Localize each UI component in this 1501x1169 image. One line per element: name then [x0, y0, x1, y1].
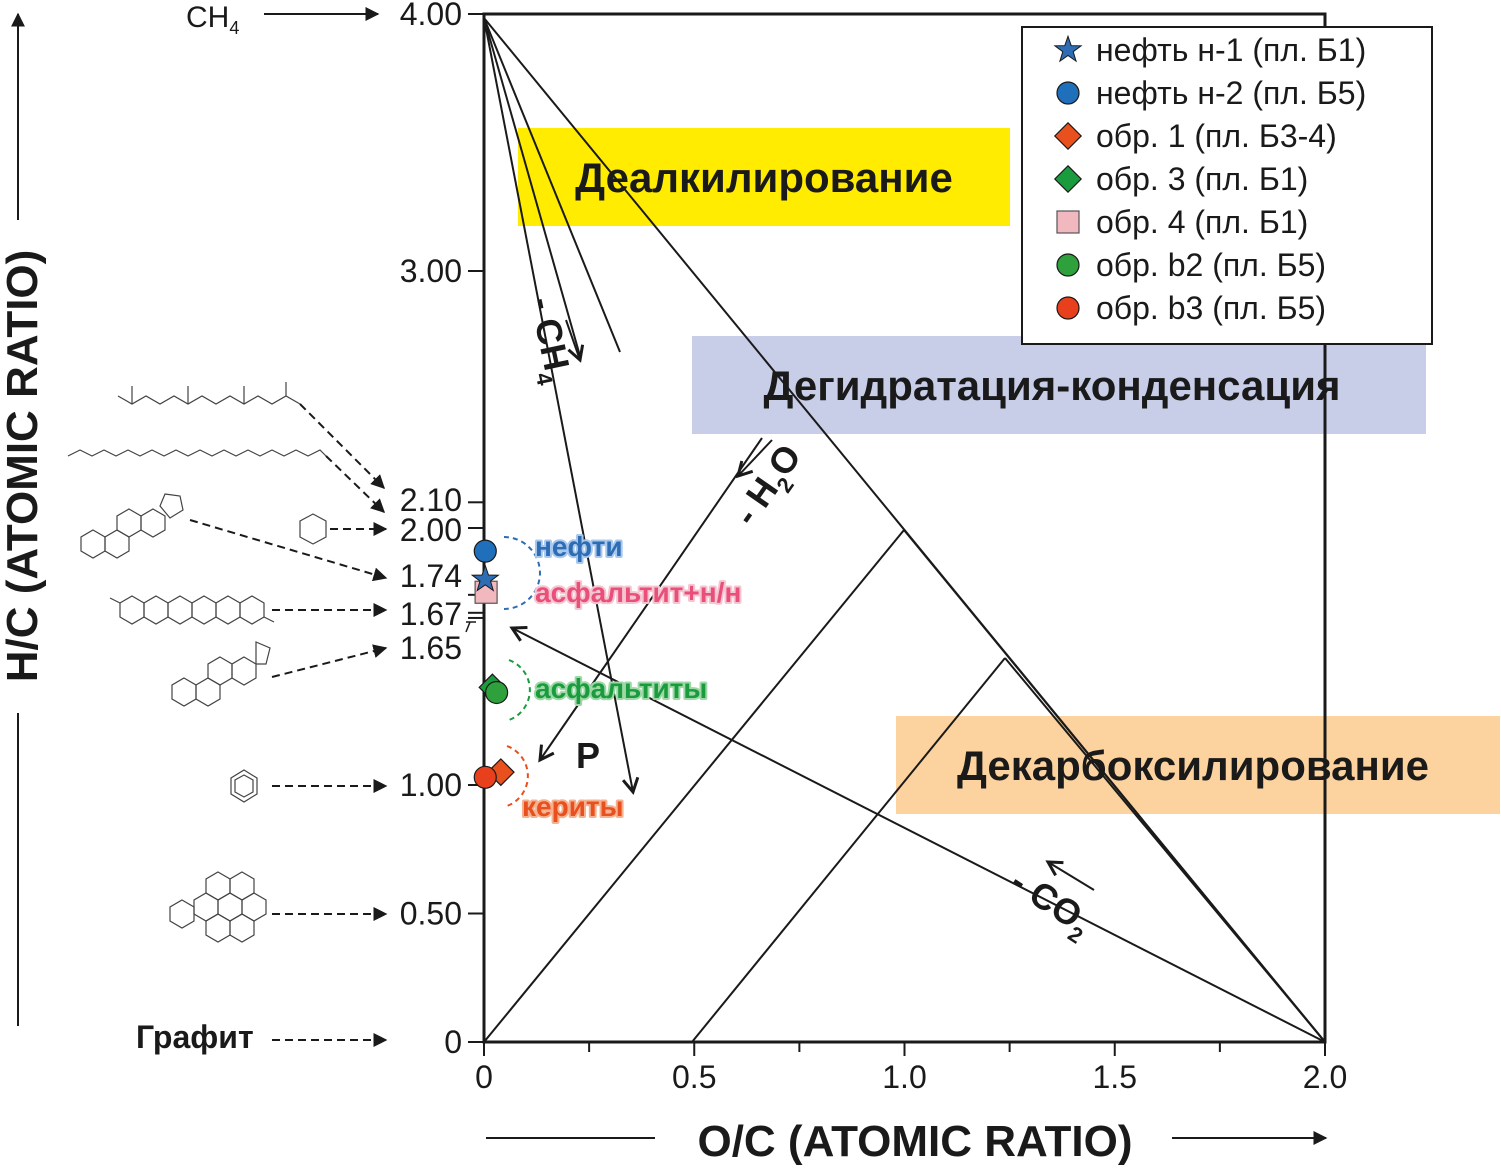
line-apex-steep-1 — [483, 17, 621, 353]
group-arcs — [503, 536, 541, 807]
data-point — [473, 539, 497, 563]
legend-label: обр. b2 (пл. Б5) — [1096, 247, 1326, 283]
line-diag-2 — [691, 657, 1006, 1043]
line-diag-1 — [483, 529, 905, 1043]
molecule-branched-alkane — [117, 395, 301, 405]
molecule-polyacene — [109, 595, 275, 625]
legend: нефть н-1 (пл. Б1) нефть н-2 (пл. Б5) обр.… — [1021, 26, 1433, 345]
tick-leader-165 — [465, 621, 471, 633]
legend-label: нефть н-1 (пл. Б1) — [1096, 32, 1366, 68]
arrow-co2-small — [1048, 862, 1095, 891]
reaction-label-ch4: - CH4 — [515, 293, 580, 388]
molecule-branches — [131, 382, 287, 404]
legend-label: обр. 4 (пл. Б1) — [1096, 204, 1308, 240]
y-axis-title: H/C (ATOMIC RATIO) — [0, 250, 47, 683]
y-tick-label: 2.10 — [400, 482, 462, 518]
arrow-ch4-long — [483, 17, 633, 792]
molecule-linear-alkane — [67, 449, 327, 457]
y-tick-label: 3.00 — [400, 253, 462, 289]
legend-label: обр. b3 (пл. Б5) — [1096, 290, 1326, 326]
molecule-tetracyclic — [171, 641, 271, 707]
molecule-cyclohexane — [299, 513, 327, 545]
y-tick-label: 1.00 — [400, 767, 462, 803]
y-tick-label: 0 — [444, 1024, 462, 1060]
data-point — [473, 765, 497, 789]
group-label-asphaltite-nn: асфальтит+н/н — [535, 577, 741, 608]
y-tick-label: 1.65 — [400, 630, 462, 666]
molecule-structures — [67, 382, 327, 943]
x-tick-label: 2.0 — [1303, 1059, 1347, 1095]
reaction-lines — [483, 17, 1326, 1043]
arrow-co2-long — [512, 628, 1326, 1043]
molecule-benzene — [230, 769, 258, 803]
arrow-h2o-long — [540, 437, 763, 760]
region-label-decarboxylation: Декарбоксилирование — [957, 742, 1429, 789]
data-point — [485, 680, 509, 705]
x-axis-ticks: 0 0.5 1.0 1.5 2.0 — [475, 1042, 1347, 1095]
y-tick-label: 2.00 — [400, 512, 462, 548]
reaction-label-co2: - CO2 — [1000, 860, 1100, 948]
legend-marker — [1056, 210, 1080, 234]
reaction-label-p: P — [576, 735, 600, 776]
legend-marker — [1053, 34, 1083, 63]
y-tick-label: 1.74 — [400, 558, 462, 594]
line-apex-steep-2 — [483, 17, 581, 357]
region-label-dealkylation: Деалкилирование — [575, 154, 953, 201]
region-label-dehydration: Дегидратация-конденсация — [763, 362, 1340, 409]
arc-asphaltite — [508, 659, 531, 721]
region-box-dealkylation — [518, 128, 1010, 226]
pointer-tetracyclic — [271, 644, 388, 678]
region-box-decarboxylation — [896, 716, 1500, 814]
y-tick-label: 0.50 — [400, 896, 462, 932]
x-tick-label: 1.0 — [882, 1059, 926, 1095]
data-points — [470, 539, 515, 789]
svg-text:- CO2: - CO2 — [1000, 860, 1100, 948]
region-boxes — [518, 128, 1500, 814]
group-label-asphaltites: асфальтиты — [535, 673, 707, 704]
x-axis-title: O/C (ATOMIC RATIO) — [697, 1117, 1132, 1166]
molecule-sterane — [80, 493, 184, 559]
pointer-sterane — [189, 519, 388, 582]
reaction-label-h2o: - H2O — [725, 437, 815, 537]
legend-box — [1021, 26, 1433, 345]
y-axis-ticks: 0 0.50 1.00 1.651.671.74 2.002.10 3.00 4.00 — [400, 0, 484, 1060]
data-point — [470, 564, 500, 592]
pointer-branched-alkane — [299, 403, 385, 489]
methane-label: CH4 — [186, 1, 239, 38]
legend-label: обр. 3 (пл. Б1) — [1096, 161, 1308, 197]
region-box-dehydration — [692, 336, 1426, 434]
group-label-kerites: кериты — [522, 791, 624, 822]
legend-marker — [1053, 164, 1083, 194]
x-tick-label: 0 — [475, 1059, 493, 1095]
legend-marker — [1056, 296, 1080, 320]
pointer-linear-alkane — [325, 455, 386, 513]
arrow-ch4-small — [565, 319, 580, 360]
group-label-nefti: нефти — [535, 531, 623, 562]
x-tick-label: 1.5 — [1093, 1059, 1137, 1095]
arc-nefti — [503, 536, 541, 610]
y-tick-label: 1.67 — [400, 596, 462, 632]
molecule-coronene — [169, 871, 267, 943]
line-ray-2 — [903, 529, 1326, 1043]
y-tick-label: 4.00 — [400, 0, 462, 32]
legend-marker — [1056, 81, 1080, 105]
arc-kerite — [506, 745, 529, 807]
graphite-label: Графит — [136, 1019, 254, 1055]
legend-marker — [1053, 121, 1083, 151]
legend-items: нефть н-1 (пл. Б1) нефть н-2 (пл. Б5) обр.… — [1053, 32, 1366, 326]
structure-pointers — [189, 403, 388, 921]
legend-label: нефть н-2 (пл. Б5) — [1096, 75, 1366, 111]
legend-marker — [1056, 253, 1080, 277]
legend-label: обр. 1 (пл. Б3-4) — [1096, 118, 1337, 154]
arrow-h2o-small — [738, 439, 773, 476]
svg-text:- CH4: - CH4 — [515, 293, 580, 388]
x-tick-label: 0.5 — [672, 1059, 716, 1095]
svg-text:- H2O: - H2O — [725, 437, 815, 537]
